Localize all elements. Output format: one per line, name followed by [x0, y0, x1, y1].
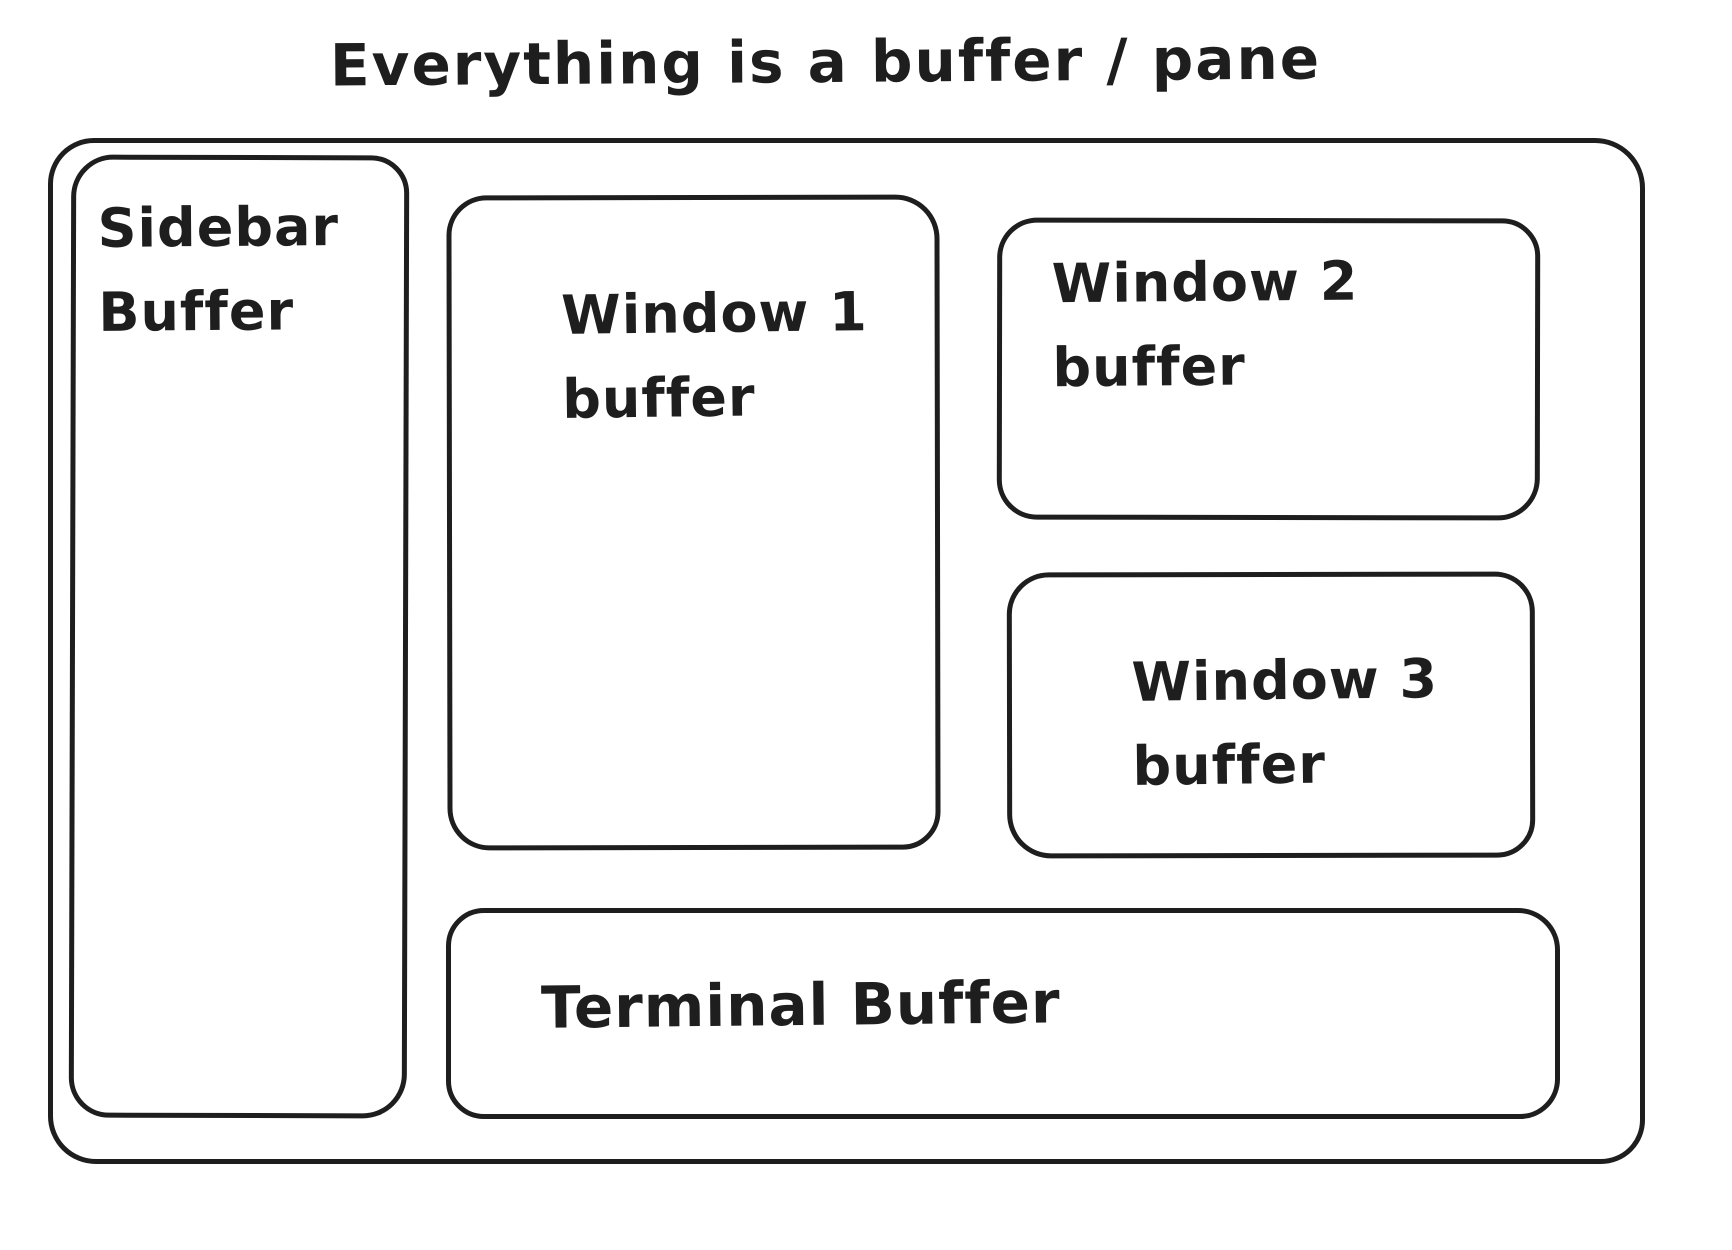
window-1-buffer-label: Window 1 buffer [561, 270, 870, 441]
sidebar-buffer-label-line1: Sidebar [97, 194, 340, 260]
terminal-buffer-label-line1: Terminal Buffer [540, 968, 1061, 1042]
window-2-buffer-pane: Window 2 buffer [996, 217, 1541, 521]
window-2-buffer-label-line1: Window 2 [1051, 249, 1359, 316]
window-2-buffer-label-line2: buffer [1052, 334, 1247, 399]
sidebar-buffer-label: Sidebar Buffer [97, 185, 340, 354]
sidebar-buffer-pane: Sidebar Buffer [68, 154, 410, 1119]
window-3-buffer-pane: Window 3 buffer [1006, 571, 1536, 859]
sidebar-buffer-label-line2: Buffer [98, 279, 295, 344]
terminal-buffer-pane: Terminal Buffer [446, 908, 1560, 1119]
window-1-buffer-pane: Window 1 buffer [446, 194, 941, 851]
window-3-buffer-label-line2: buffer [1132, 732, 1327, 798]
window-2-buffer-label: Window 2 buffer [1051, 240, 1359, 410]
window-1-buffer-label-line2: buffer [561, 365, 756, 431]
window-3-buffer-label-line1: Window 3 [1131, 647, 1439, 714]
window-3-buffer-label: Window 3 buffer [1131, 637, 1440, 808]
window-1-buffer-label-line1: Window 1 [560, 280, 869, 347]
diagram-title: Everything is a buffer / pane [329, 24, 1322, 100]
terminal-buffer-label: Terminal Buffer [541, 958, 1061, 1053]
